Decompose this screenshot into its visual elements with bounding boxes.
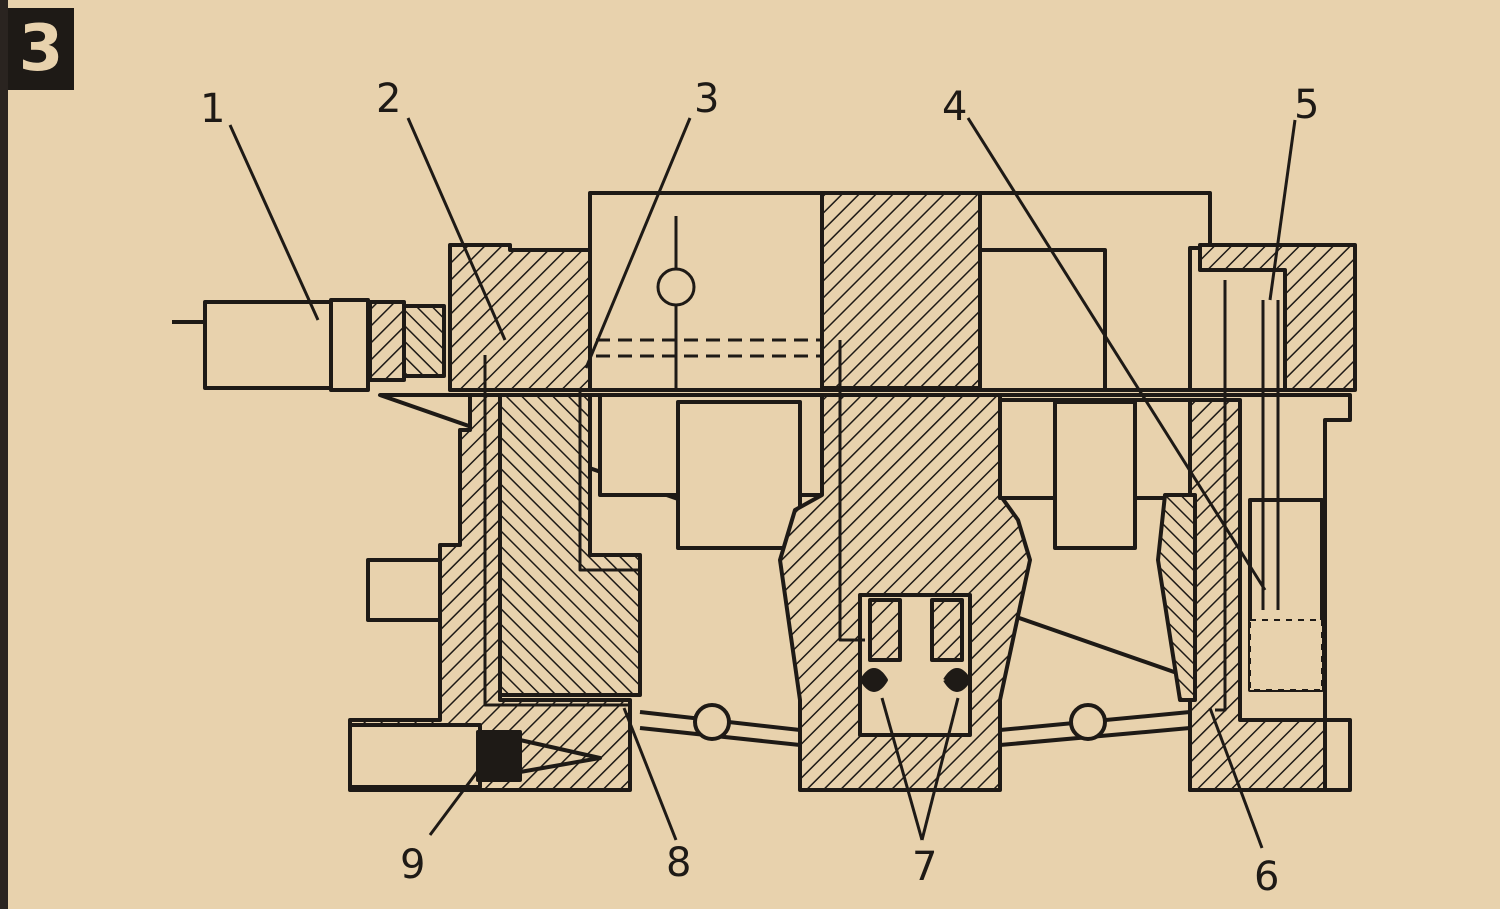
callout-7: 7	[912, 844, 937, 890]
leader-7a	[880, 697, 924, 841]
left-dark-edge	[0, 0, 8, 909]
leader-9	[428, 751, 494, 836]
callout-6: 6	[1254, 854, 1279, 900]
callout-1: 1	[200, 86, 225, 132]
air-horn-cover	[448, 191, 1357, 392]
leader-7b	[920, 697, 960, 841]
callout-2: 2	[376, 76, 401, 122]
leader-2	[406, 117, 507, 341]
callout-8: 8	[666, 840, 691, 886]
callout-4: 4	[942, 84, 967, 130]
leader-lines	[228, 117, 1297, 849]
callout-9: 9	[400, 842, 425, 888]
solenoid-valve	[172, 298, 446, 392]
leader-3	[584, 117, 692, 369]
leader-6	[1208, 707, 1264, 849]
figure-number-badge: 3	[8, 8, 74, 90]
carburetor-body	[348, 280, 1352, 792]
leader-4	[966, 117, 1267, 591]
callout-5: 5	[1294, 82, 1319, 128]
leader-5	[1268, 119, 1297, 301]
leader-1	[228, 124, 320, 321]
leader-8	[622, 707, 678, 841]
callout-3: 3	[694, 76, 719, 122]
